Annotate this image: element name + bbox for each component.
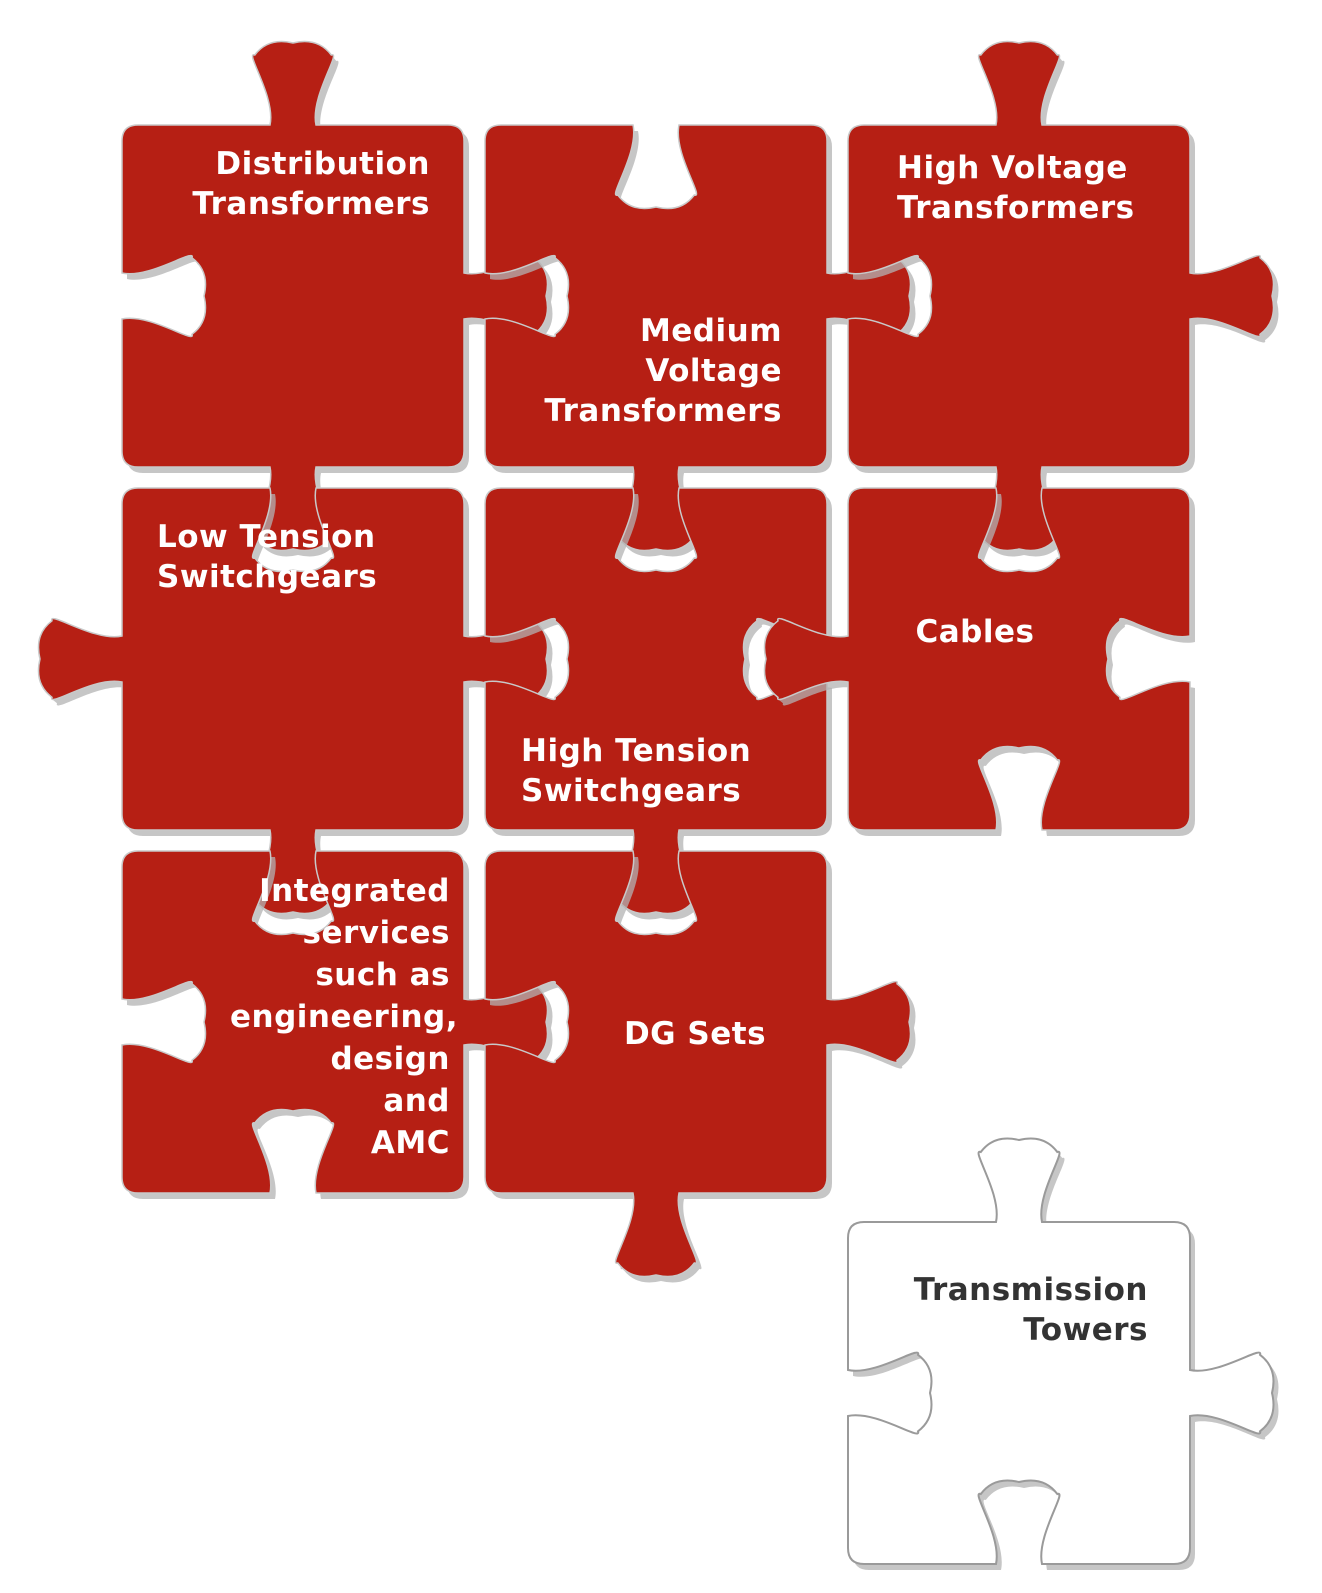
piece-shape-high-tension-switchgears — [484, 487, 828, 915]
label-high-tension-switchgears: High Tension Switchgears — [521, 733, 752, 809]
label-integrated-services: Integrated services such as engineering,… — [230, 873, 458, 1161]
piece-medium-voltage-transformers — [484, 124, 916, 557]
label-medium-voltage-transformers: Medium Voltage Transformers — [544, 313, 782, 429]
label-transmission-towers: Transmission Towers — [913, 1272, 1148, 1348]
label-distribution-transformers: Distribution Transformers — [192, 146, 430, 222]
piece-high-tension-switchgears — [484, 487, 832, 920]
piece-shape-integrated-services — [121, 850, 549, 1194]
piece-shape-distribution-transformers — [121, 40, 549, 552]
piece-low-tension-switchgears — [37, 487, 553, 920]
piece-shape-dg-sets — [484, 850, 912, 1278]
label-dg-sets: DG Sets — [623, 1016, 767, 1052]
piece-distribution-transformers — [121, 40, 553, 557]
piece-transmission-towers — [847, 1137, 1279, 1570]
piece-high-voltage-transformers — [847, 40, 1279, 557]
piece-integrated-services — [121, 850, 553, 1199]
piece-cables — [763, 487, 1195, 836]
piece-shape-high-voltage-transformers — [847, 40, 1275, 552]
label-cables: Cables — [915, 614, 1035, 650]
piece-shape-medium-voltage-transformers — [484, 124, 912, 552]
piece-dg-sets — [484, 850, 916, 1283]
label-low-tension-switchgears: Low Tension Switchgears — [157, 519, 378, 595]
label-high-voltage-transformers: High Voltage Transformers — [897, 150, 1135, 226]
piece-shape-cables — [763, 487, 1191, 831]
piece-shape-transmission-towers — [847, 1137, 1275, 1565]
piece-shape-low-tension-switchgears — [37, 487, 549, 915]
